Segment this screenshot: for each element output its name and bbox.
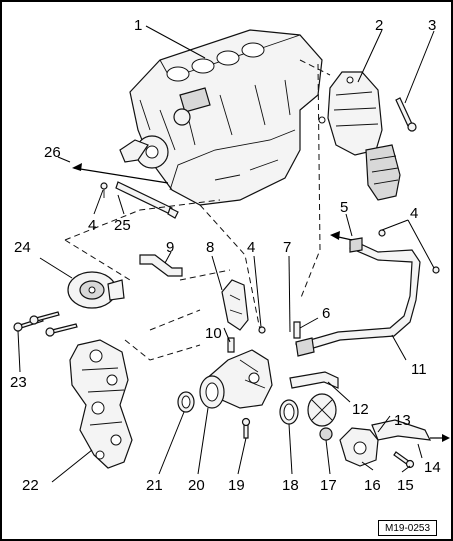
engine-block xyxy=(119,29,323,206)
callout-24: 24 xyxy=(14,239,31,256)
callout-13: 13 xyxy=(394,412,411,429)
engine-bracket-22 xyxy=(69,339,133,469)
callout-22: 22 xyxy=(22,477,39,494)
bolts-23 xyxy=(13,311,78,337)
thermostat-housing-20 xyxy=(199,349,273,409)
arrow-14-head xyxy=(442,434,450,442)
o-ring-18 xyxy=(279,399,299,425)
assembly-line-right xyxy=(299,59,331,301)
callout-21: 21 xyxy=(146,477,163,494)
reference-label: M19-0253 xyxy=(378,520,438,536)
arrow-26-head xyxy=(72,163,82,171)
bolt-15 xyxy=(393,451,415,469)
assembly-line-left xyxy=(64,199,231,361)
callout-3: 3 xyxy=(428,17,437,34)
pipe-25 xyxy=(115,181,179,219)
cover-16 xyxy=(339,419,432,467)
callout-19: 19 xyxy=(228,477,245,494)
callout-26: 26 xyxy=(44,144,61,161)
bolts-4-right xyxy=(378,229,440,274)
callout-4-right: 4 xyxy=(410,205,419,222)
callout-7: 7 xyxy=(283,239,292,256)
seal-21 xyxy=(177,391,195,413)
bolt-4-left xyxy=(100,182,108,198)
arrow-5-head xyxy=(330,231,340,240)
callout-25: 25 xyxy=(114,217,131,234)
callout-6: 6 xyxy=(322,305,331,322)
bolt-3 xyxy=(395,97,417,132)
assembly-line-centre xyxy=(199,204,261,331)
callout-2: 2 xyxy=(375,17,384,34)
callout-12: 12 xyxy=(352,401,369,418)
coolant-pump-24 xyxy=(67,271,125,309)
bolt-19 xyxy=(241,417,251,439)
hose-12 xyxy=(289,371,339,389)
hose-9 xyxy=(139,254,183,277)
callout-18: 18 xyxy=(282,477,299,494)
bracket-8 xyxy=(221,279,249,331)
arrow-26-line xyxy=(73,167,169,184)
callout-4-left: 4 xyxy=(88,217,97,234)
bolt-4-centre xyxy=(258,326,266,334)
leader-lines xyxy=(17,25,435,483)
callout-9: 9 xyxy=(166,239,175,256)
callout-8: 8 xyxy=(206,239,215,256)
callout-1: 1 xyxy=(134,17,143,34)
coolant-pipe-11 xyxy=(295,237,421,357)
callout-17: 17 xyxy=(320,477,337,494)
callout-11: 11 xyxy=(411,361,427,378)
callout-20: 20 xyxy=(188,477,205,494)
callout-10: 10 xyxy=(205,325,222,342)
oil-filter-housing xyxy=(318,71,401,201)
callout-15: 15 xyxy=(397,477,414,494)
callout-4-centre: 4 xyxy=(247,239,256,256)
bolt-6 xyxy=(293,321,301,339)
callout-5: 5 xyxy=(340,199,349,216)
callout-23: 23 xyxy=(10,374,27,391)
callout-16: 16 xyxy=(364,477,381,494)
thermostat-17 xyxy=(307,393,337,441)
callout-14: 14 xyxy=(424,459,441,476)
